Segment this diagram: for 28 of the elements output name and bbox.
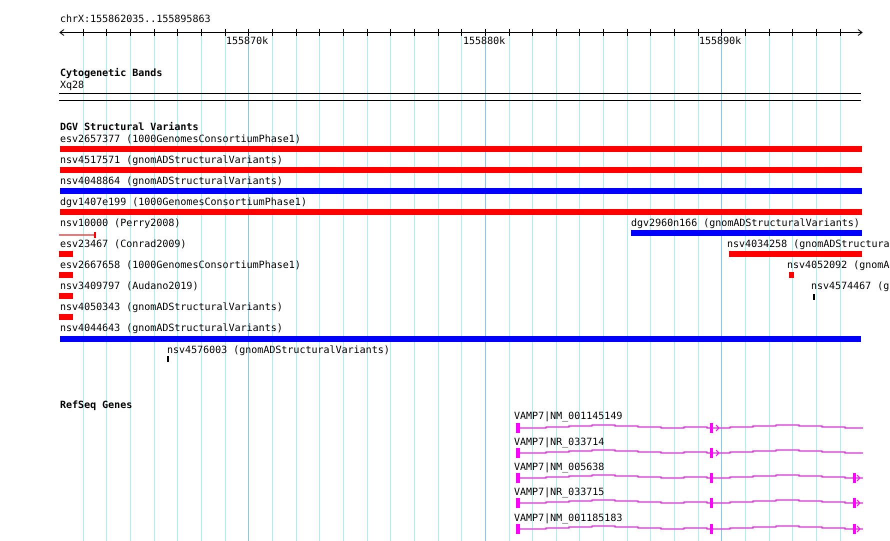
band-label: Xq28 [60,80,84,91]
tick-label: 155880k [463,36,506,47]
feature-label: dgv1407e199 (1000GenomesConsortiumPhase1) [60,197,307,208]
gene-label: VAMP7|NM_001145149 [514,411,622,422]
tick-label: 155890k [699,36,742,47]
feature-label: nsv4574467 (g [811,281,890,292]
gene-label: VAMP7|NM_005638 [514,462,604,473]
feature-label: nsv3409797 (Audano2019) [60,281,198,292]
gene-label: VAMP7|NM_001185183 [514,513,622,524]
feature-label: esv2667658 (1000GenomesConsortiumPhase1) [60,260,301,271]
tick-label: 155870k [226,36,268,47]
feature-label: nsv4048864 (gnomADStructuralVariants) [60,176,283,187]
track-title: RefSeq Genes [60,400,132,411]
feature-label: nsv4052092 (gnomA [787,260,890,271]
feature-label: nsv4517571 (gnomADStructuralVariants) [60,155,283,166]
track-title: Cytogenetic Bands [60,68,162,79]
feature-label: esv2657377 (1000GenomesConsortiumPhase1) [60,134,301,145]
feature-label: dgv2960n166 (gnomADStructuralVariants) [631,218,860,229]
feature-label: nsv4576003 (gnomADStructuralVariants) [167,345,390,356]
feature-label: nsv4050343 (gnomADStructuralVariants) [60,302,283,313]
feature-label: nsv4034258 (gnomADStructura [727,239,890,250]
coordinate-label: chrX:155862035..155895863 [60,14,211,25]
gene-label: VAMP7|NR_033714 [514,437,604,448]
feature-label: nsv4044643 (gnomADStructuralVariants) [60,323,283,334]
feature-label: nsv10000 (Perry2008) [60,218,180,229]
feature-label: esv23467 (Conrad2009) [60,239,186,250]
track-title: DGV Structural Variants [60,122,198,133]
gene-label: VAMP7|NR_033715 [514,487,604,498]
